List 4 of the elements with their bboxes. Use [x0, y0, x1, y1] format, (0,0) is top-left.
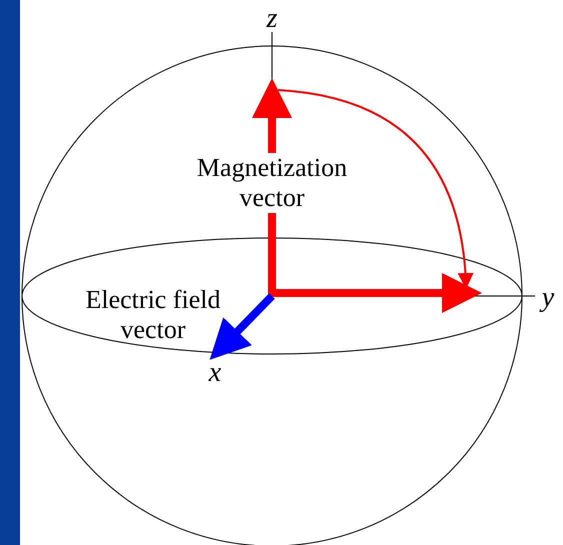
vector-label: Electric field vector	[84, 285, 222, 345]
axis-label: y	[538, 283, 556, 313]
axis-label: x	[208, 358, 222, 388]
axis-label: z	[265, 4, 278, 34]
